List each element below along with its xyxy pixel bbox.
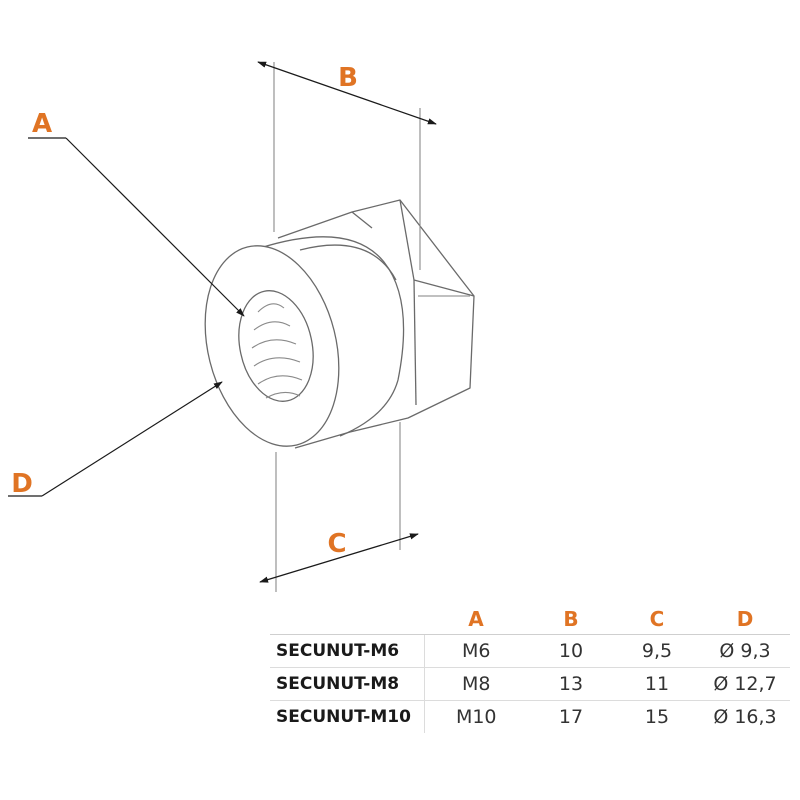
leader-a: A (28, 109, 245, 317)
cell-b: 17 (558, 706, 584, 728)
spec-table: A B C D SECUNUT-M6 M6 10 9,5 Ø 9,3 SECUN… (270, 604, 790, 733)
cell-d: Ø 9,3 (700, 634, 790, 668)
cell-a: M8 (424, 667, 528, 701)
dimension-label-c: C (327, 529, 346, 559)
spec-table-header-row: A B C D (270, 604, 790, 635)
header-d: D (700, 604, 790, 635)
cell-b: 10 (528, 634, 614, 668)
table-row: SECUNUT-M8 M8 13 11 Ø 12,7 (270, 667, 790, 701)
cell-model: SECUNUT-M8 (270, 667, 425, 701)
cell-a: M6 (424, 634, 528, 668)
header-a: A (424, 604, 528, 635)
dimension-b: B (257, 61, 437, 125)
cell-b: 13 (528, 667, 614, 701)
dimension-label-b: B (338, 63, 358, 93)
table-row: SECUNUT-M6 M6 10 9,5 Ø 9,3 (270, 634, 790, 668)
cell-model: SECUNUT-M6 (270, 634, 425, 668)
leader-d: D (8, 381, 223, 499)
cell-c: 15 (644, 706, 670, 728)
leader-label-a: A (32, 109, 52, 139)
header-b: B (528, 604, 614, 635)
table-row: SECUNUT-M10 M10 17 15 Ø 16,3 (270, 700, 790, 733)
cell-model: SECUNUT-M10 (270, 700, 425, 733)
header-c: C (614, 604, 700, 635)
cell-c: 9,5 (614, 634, 700, 668)
leader-label-d: D (11, 469, 33, 499)
cell-d: Ø 16,3 (713, 706, 777, 728)
cell-d: Ø 12,7 (700, 667, 790, 701)
hex-nut-body (277, 199, 475, 449)
cell-c: 11 (614, 667, 700, 701)
cell-a: M10 (455, 706, 497, 728)
nut-collar (259, 236, 405, 437)
nut-front-face (204, 245, 340, 447)
header-model (270, 604, 424, 635)
thread-lines (251, 303, 303, 399)
dimension-c: C (259, 529, 419, 583)
